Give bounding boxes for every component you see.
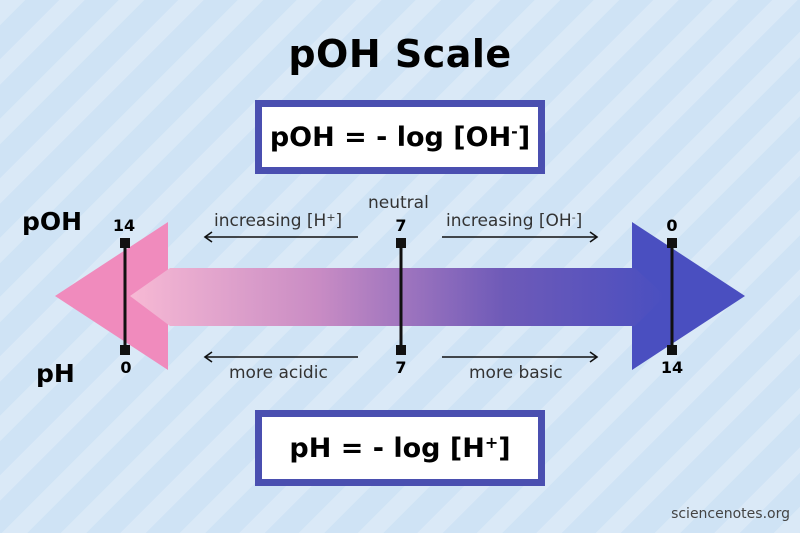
increasing-h-text: increasing [H — [214, 211, 327, 231]
poh-formula-close: ] — [517, 121, 531, 153]
ph-tick-left: 0 — [120, 358, 132, 377]
poh-tick-right: 0 — [666, 216, 678, 235]
basic-arrowhead — [632, 222, 745, 370]
gradient-shaft — [130, 268, 665, 326]
more-acidic-caption: more acidic — [229, 363, 328, 383]
arrow-increasing-h — [203, 231, 358, 243]
more-basic-caption: more basic — [469, 363, 563, 383]
poh-formula-text: pOH = - log [OH — [269, 121, 512, 153]
ph-formula-charge: + — [484, 432, 499, 452]
scale-bar-left-bottom-cap — [120, 345, 130, 355]
scale-bar-center-bottom-cap — [396, 345, 406, 355]
scale-bar-right-top-cap — [667, 238, 677, 248]
increasing-oh-charge: - — [571, 211, 576, 224]
diagram-title: pOH Scale — [288, 32, 512, 76]
ph-scale-label: pH — [36, 359, 75, 388]
ph-formula-box: pH = - log [H+] — [255, 410, 545, 486]
increasing-oh-text: increasing [OH — [446, 211, 572, 231]
arrow-more-acidic — [203, 351, 358, 363]
poh-formula-box: pOH = - log [OH-] — [255, 100, 545, 174]
ph-formula-close: ] — [498, 432, 511, 464]
ph-tick-center: 7 — [395, 358, 407, 377]
arrow-more-basic — [442, 351, 599, 363]
increasing-oh-caption: increasing [OH-] — [446, 211, 582, 231]
neutral-caption: neutral — [368, 193, 429, 213]
scale-bar-left-top-cap — [120, 238, 130, 248]
poh-scale-label: pOH — [22, 207, 83, 236]
increasing-h-close: ] — [335, 211, 343, 231]
poh-formula-charge: - — [511, 121, 518, 141]
scale-bar-right-bottom-cap — [667, 345, 677, 355]
ph-tick-right: 14 — [660, 358, 684, 377]
increasing-h-caption: increasing [H+] — [214, 211, 342, 231]
ph-formula-text: pH = - log [H — [289, 432, 485, 464]
arrow-increasing-oh — [442, 231, 599, 243]
poh-tick-left: 14 — [112, 216, 136, 235]
scale-bar-center-top-cap — [396, 238, 406, 248]
increasing-oh-close: ] — [575, 211, 583, 231]
acidic-arrowhead — [55, 222, 168, 370]
increasing-h-charge: + — [326, 211, 336, 224]
poh-tick-center: 7 — [395, 216, 407, 235]
source-credit: sciencenotes.org — [671, 506, 790, 522]
